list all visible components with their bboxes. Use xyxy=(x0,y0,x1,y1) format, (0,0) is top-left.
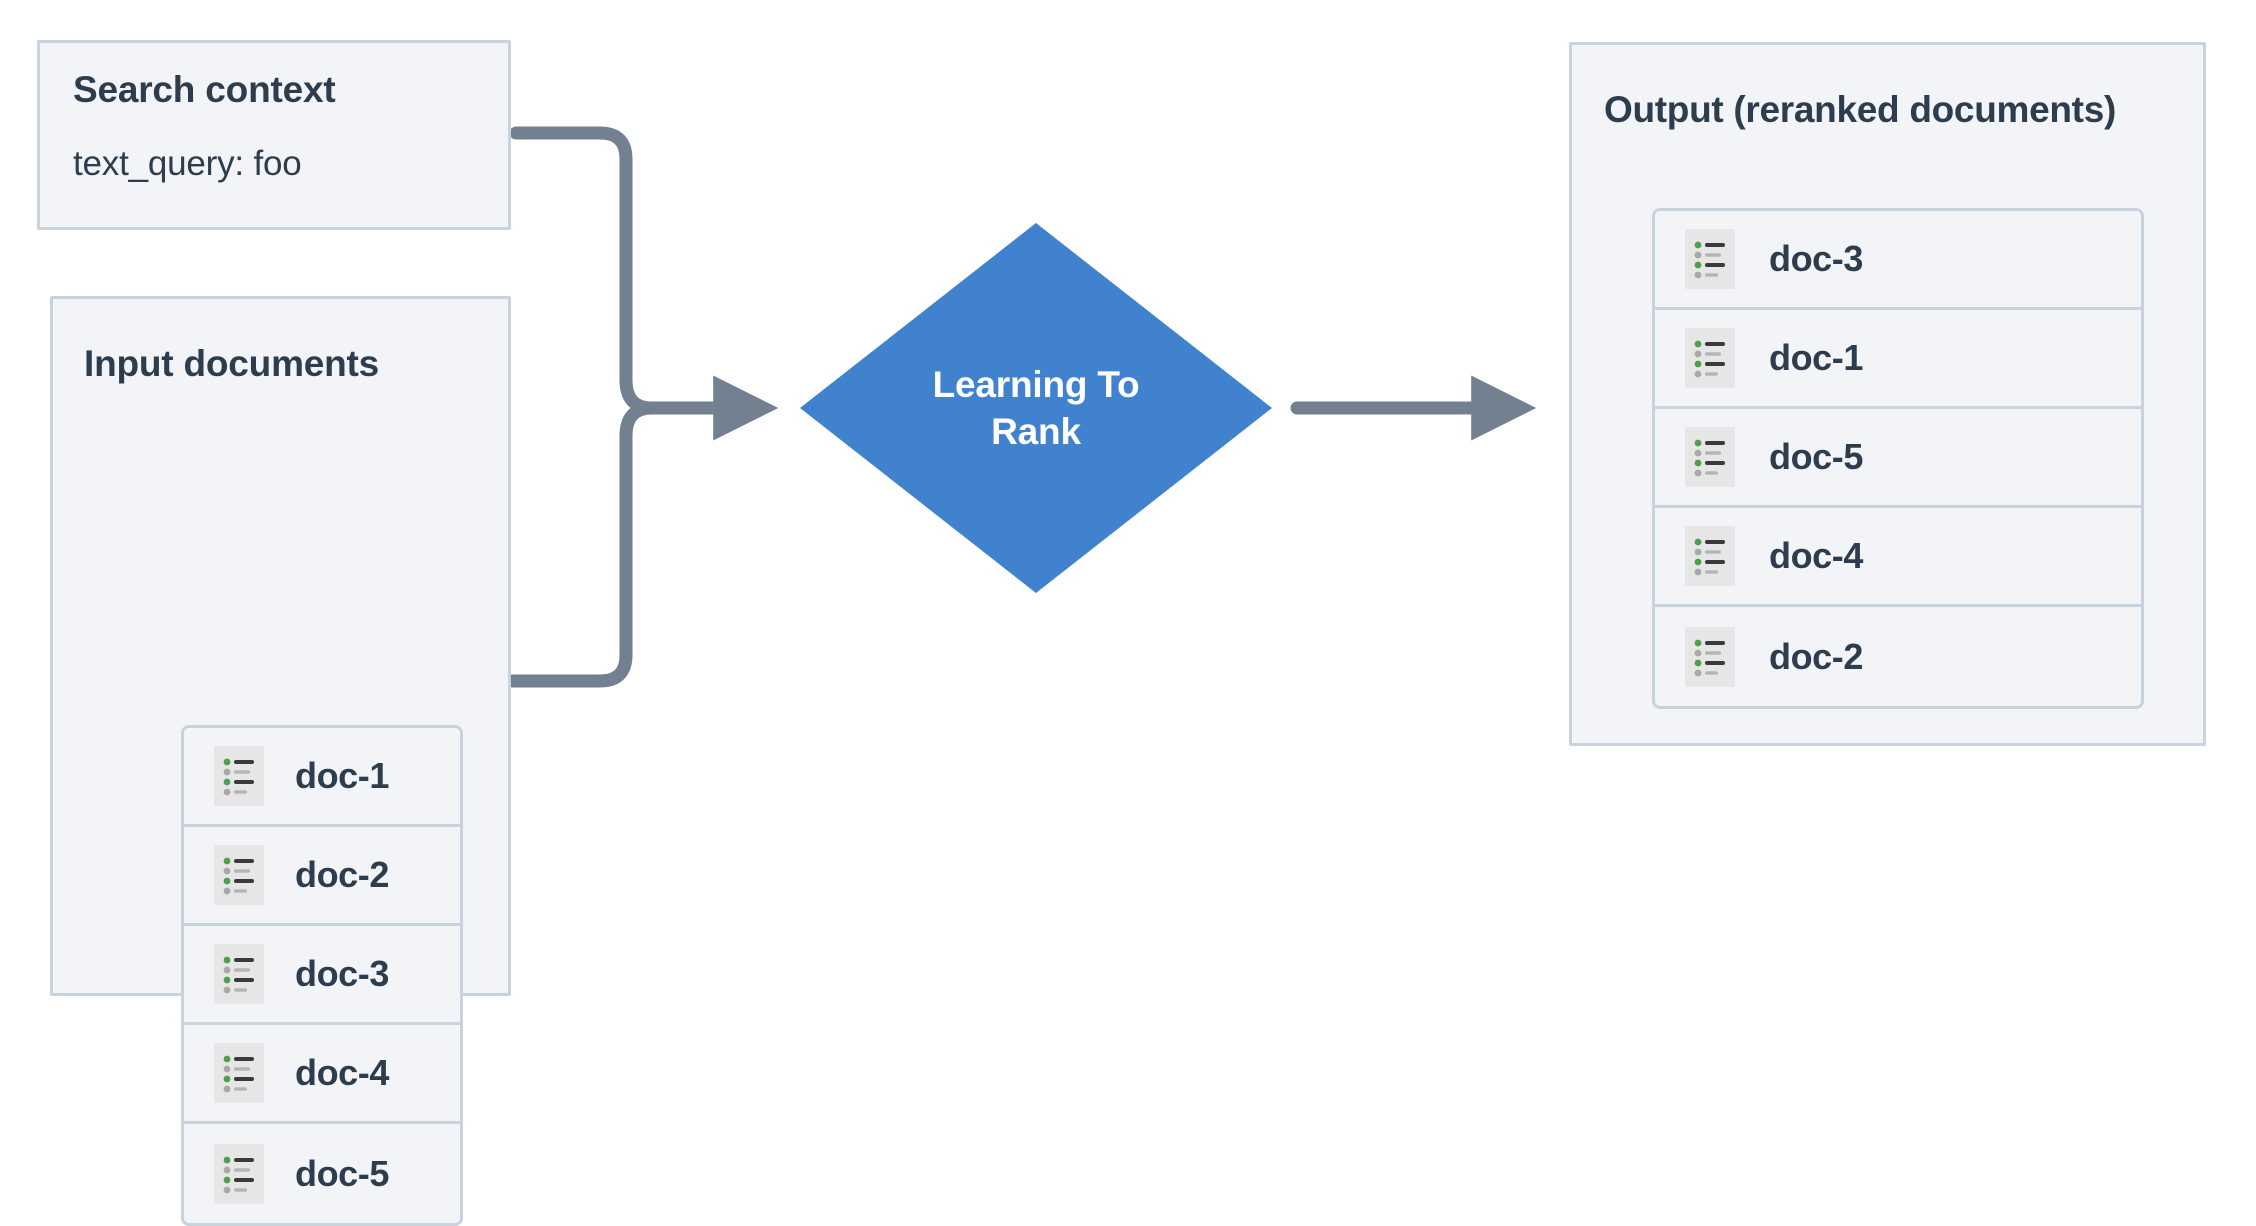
document-list-icon xyxy=(214,746,264,806)
document-list-icon xyxy=(214,1043,264,1103)
document-list-icon xyxy=(214,845,264,905)
list-item[interactable]: doc-5 xyxy=(1655,409,2141,508)
list-item-label: doc-3 xyxy=(295,953,390,994)
list-item[interactable]: doc-2 xyxy=(1655,607,2141,706)
document-list-icon xyxy=(1685,626,1735,687)
list-item-label: doc-2 xyxy=(295,854,390,895)
list-item[interactable]: doc-5 xyxy=(184,1124,460,1223)
list-item-label: doc-1 xyxy=(295,755,390,796)
input-documents-list: doc-1 doc-2 xyxy=(181,725,463,1226)
connector-input-documents-to-ltr xyxy=(505,401,659,688)
output-documents-list: doc-3 doc-1 xyxy=(1652,208,2144,709)
list-item-label: doc-1 xyxy=(1769,337,1864,378)
document-list-icon xyxy=(1685,229,1735,289)
search-context-panel: Search context text_query: foo xyxy=(37,40,511,230)
output-panel: Output (reranked documents) doc-3 xyxy=(1569,42,2206,746)
list-item[interactable]: doc-2 xyxy=(184,827,460,926)
list-item[interactable]: doc-4 xyxy=(1655,508,2141,607)
document-list-icon xyxy=(214,944,264,1004)
document-list-icon xyxy=(214,1143,264,1204)
list-item-label: doc-4 xyxy=(295,1052,390,1093)
document-list-icon xyxy=(1685,328,1735,388)
output-panel-title: Output (reranked documents) xyxy=(1604,89,2116,130)
list-item-label: doc-5 xyxy=(295,1152,390,1194)
list-item[interactable]: doc-1 xyxy=(1655,310,2141,409)
list-item-label: doc-2 xyxy=(1769,635,1864,677)
document-list-icon xyxy=(1685,526,1735,586)
diagram-canvas: Search context text_query: foo Input doc… xyxy=(37,40,2206,1226)
list-item-label: doc-5 xyxy=(1769,436,1864,477)
list-item[interactable]: doc-1 xyxy=(184,728,460,827)
list-item-label: doc-3 xyxy=(1769,238,1864,279)
list-item[interactable]: doc-3 xyxy=(1655,211,2141,310)
input-documents-panel: Input documents doc-1 xyxy=(50,296,511,1226)
learning-to-rank-node[interactable]: Learning To Rank xyxy=(800,223,1272,593)
search-context-title: Search context xyxy=(73,69,336,110)
list-item[interactable]: doc-4 xyxy=(184,1025,460,1124)
document-list-icon xyxy=(1685,427,1735,487)
search-context-text-query: text_query: foo xyxy=(73,144,302,183)
connector-search-context-to-ltr xyxy=(509,126,659,415)
list-item[interactable]: doc-3 xyxy=(184,926,460,1025)
list-item-label: doc-4 xyxy=(1769,535,1864,576)
diamond-shape xyxy=(800,223,1272,593)
input-documents-title: Input documents xyxy=(84,343,380,384)
